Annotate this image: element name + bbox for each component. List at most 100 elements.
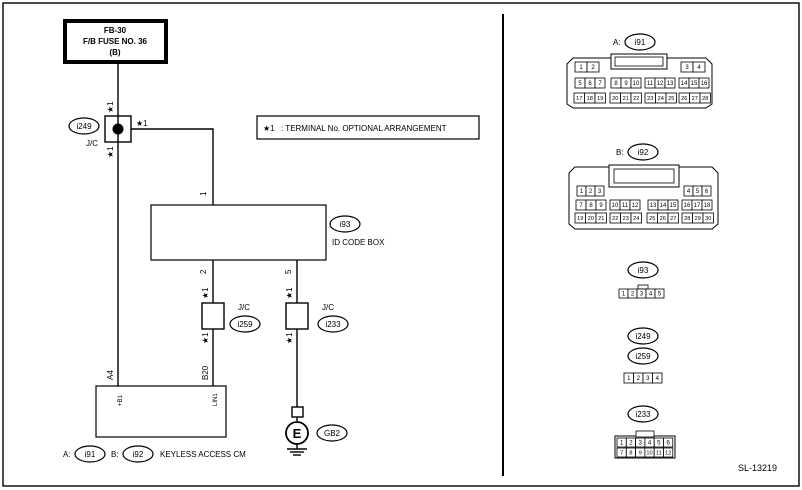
conn-a-prefix: A:	[613, 38, 621, 47]
id-code-box-label: ID CODE BOX	[332, 238, 385, 247]
star-mark-bottom: ★1	[106, 146, 115, 158]
pin-number: 28	[684, 216, 690, 222]
i249-badge: i249	[68, 117, 100, 135]
pin-cell	[701, 185, 712, 197]
pin-number: 7	[620, 451, 623, 457]
pin-number: 2	[631, 292, 635, 298]
pin-number: 10	[612, 203, 619, 209]
pin-number: 27	[692, 96, 698, 102]
pin-number: 18	[704, 203, 711, 209]
pin-number: 26	[681, 96, 687, 102]
svg-text:i92: i92	[638, 148, 649, 157]
pin-number: 16	[684, 203, 691, 209]
pin-number: 8	[614, 81, 618, 87]
pin-cell	[663, 437, 674, 448]
pin-number: 2	[629, 441, 633, 447]
pin-cell	[595, 212, 607, 224]
pin-number: 5	[657, 441, 661, 447]
svg-text:i259: i259	[635, 352, 651, 361]
pin-number: 6	[588, 81, 592, 87]
svg-text:i259: i259	[237, 320, 253, 329]
pin-number: 24	[633, 216, 639, 222]
pin-cell	[652, 372, 663, 384]
pin-number: 4	[656, 376, 660, 382]
pin-number: 4	[687, 189, 691, 195]
pin-number: 7	[579, 203, 583, 209]
pin-number: 29	[695, 216, 701, 222]
pin-number: 10	[646, 451, 652, 457]
pin-cell	[667, 199, 679, 211]
conn-a-badge: i91	[624, 33, 656, 51]
diagram-id: SL-13219	[738, 463, 777, 473]
pin-number: 18	[587, 96, 593, 102]
pin-number: 20	[612, 96, 618, 102]
fuse-box: FB-30 F/B FUSE NO. 36 (B)	[63, 19, 168, 64]
pin-number: 1	[620, 441, 624, 447]
pin-number: 9	[599, 203, 603, 209]
pin-cell	[629, 199, 641, 211]
keyless-term-lin1: LIN1	[213, 393, 219, 406]
pin-number: 11	[656, 451, 662, 457]
conn-i259-badge: i259	[627, 347, 659, 365]
pin-cell	[701, 199, 713, 211]
pin-number: 2	[589, 189, 593, 195]
pin-number: 8	[589, 203, 593, 209]
pin-number: 14	[660, 203, 667, 209]
pin-number: 15	[691, 81, 698, 87]
pin-number: 16	[701, 81, 708, 87]
fuse-label-3: (B)	[109, 48, 120, 57]
pin-number: 13	[667, 81, 674, 87]
keyless-connector-legend: A: i91 B: i92 KEYLESS ACCESS CM	[63, 445, 246, 463]
pin-number: 3	[685, 65, 689, 71]
pin-number: 5	[578, 81, 582, 87]
pin-number: 2	[591, 65, 595, 71]
legend-i91: i91	[85, 450, 96, 459]
svg-text:i249: i249	[76, 122, 92, 131]
pin-cell	[594, 92, 606, 104]
pin-cell	[654, 288, 665, 299]
fuse-label-1: FB-30	[104, 26, 127, 35]
star-mark-top: ★1	[106, 101, 115, 113]
junction-i249-dot	[112, 123, 124, 135]
pin-number: 28	[702, 96, 708, 102]
jc-i233-box	[285, 302, 309, 330]
svg-text:i233: i233	[325, 320, 341, 329]
pin-cell	[594, 185, 605, 197]
pin-number: 19	[577, 216, 583, 222]
pin-number: 30	[705, 216, 711, 222]
pin-number: 13	[650, 203, 657, 209]
pin-cell	[630, 92, 642, 104]
keyless-term-b1: +B1	[118, 394, 124, 406]
pin-number: 27	[670, 216, 676, 222]
star-mark-right: ★1	[136, 119, 148, 128]
keyless-label: KEYLESS ACCESS CM	[160, 450, 246, 459]
pin-number: 20	[588, 216, 594, 222]
pin-cell	[663, 447, 674, 458]
legend-i92: i92	[133, 450, 144, 459]
pin-cell	[667, 212, 679, 224]
pin-number: 19	[597, 96, 603, 102]
svg-text:i91: i91	[635, 38, 646, 47]
wire-jc-to-idbox	[131, 128, 214, 205]
svg-text:i93: i93	[638, 266, 649, 275]
keyless-pin-a4: A4	[106, 370, 115, 380]
conn-b-prefix: B:	[616, 148, 624, 157]
conn-i233-badge: i233	[627, 405, 659, 423]
pin-number: 10	[633, 81, 640, 87]
keyless-pin-b20: B20	[201, 365, 210, 380]
pin-cell	[595, 199, 607, 211]
note-box: ★1 : TERMINAL No. OPTIONAL ARRANGEMENT	[256, 115, 480, 140]
pin-number: 24	[658, 96, 664, 102]
note-text: : TERMINAL No. OPTIONAL ARRANGEMENT	[281, 124, 447, 133]
legend-prefix-b: B:	[111, 450, 119, 459]
pin-number: 12	[657, 81, 664, 87]
gb2-badge: GB2	[316, 424, 348, 442]
pin-number: 1	[579, 65, 583, 71]
pin-number: 5	[658, 292, 662, 298]
pin-cell	[630, 77, 642, 89]
pin-cell	[692, 61, 706, 73]
conn-i249-badge: i249	[627, 327, 659, 345]
